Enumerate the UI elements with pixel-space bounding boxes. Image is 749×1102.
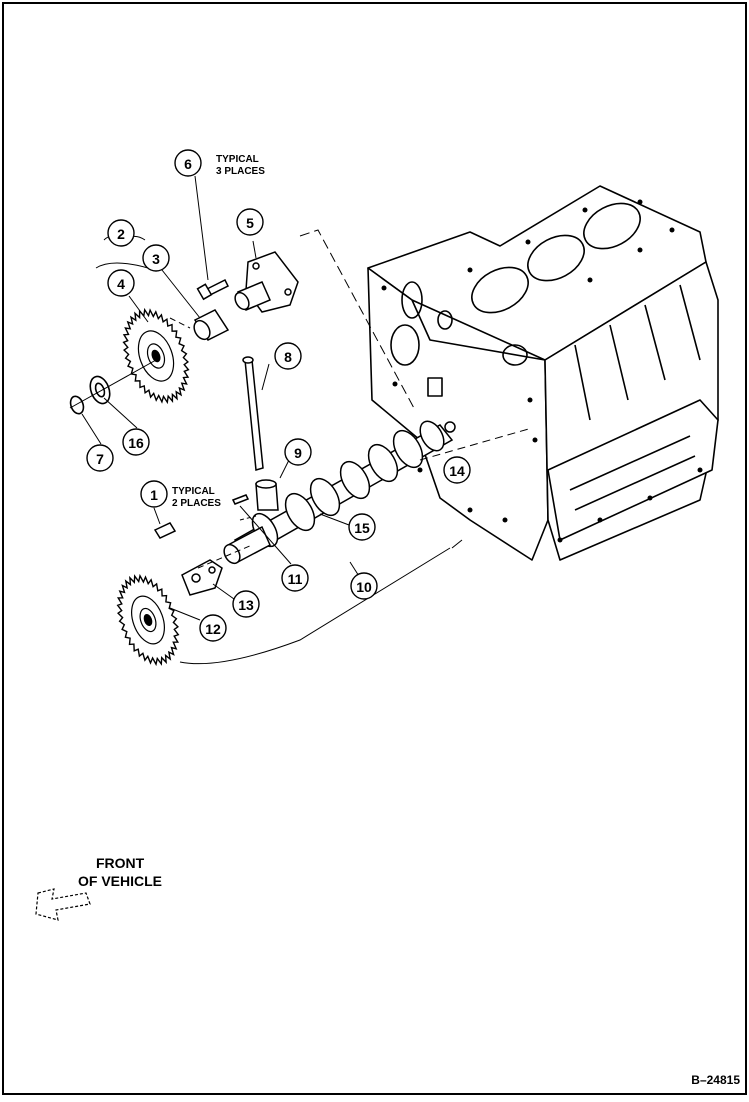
callout-circle	[232, 590, 260, 618]
callout-circle	[284, 438, 312, 466]
retainer-plate-illustration	[153, 522, 223, 596]
gear-web	[131, 595, 165, 645]
callout-number: 4	[117, 276, 125, 292]
callout-circle	[122, 428, 150, 456]
callout-number: 16	[128, 435, 144, 451]
camshaft-illustration	[223, 420, 456, 565]
callout-number: 8	[284, 349, 292, 365]
callout-7: 7	[86, 444, 114, 472]
front-arrow-icon	[35, 888, 91, 921]
callout-8: 8	[274, 342, 302, 370]
callout-circle	[274, 342, 302, 370]
cam-gear-illustration	[116, 573, 180, 667]
callout-circle	[174, 149, 202, 177]
bolt-illustration	[196, 278, 230, 301]
callout-9: 9	[284, 438, 312, 466]
callout-number: 11	[288, 571, 303, 587]
callout-circle	[199, 614, 227, 642]
callout-number: 12	[205, 621, 221, 637]
callout-16: 16	[122, 428, 150, 456]
callout-circle	[236, 208, 264, 236]
gear-bore	[151, 349, 161, 363]
callout-2: 2	[107, 219, 135, 247]
callout-circle	[86, 444, 114, 472]
callout-number: 9	[294, 445, 302, 461]
callout-circle	[443, 456, 471, 484]
callout-number: 3	[152, 251, 160, 267]
assembly-lines	[69, 175, 533, 665]
callout-number: 2	[117, 226, 125, 242]
callout-number: 14	[449, 463, 465, 479]
typical-3-places-line2: 3 PLACES	[216, 166, 265, 177]
callout-6: 6	[174, 149, 202, 177]
callout-circle	[107, 219, 135, 247]
typical-2-places-line2: 2 PLACES	[172, 498, 221, 509]
figure-number: B–24815	[691, 1073, 740, 1087]
callout-4: 4	[107, 269, 135, 297]
callout-number: 15	[354, 520, 370, 536]
callout-number: 6	[184, 156, 192, 172]
callout-circle	[107, 269, 135, 297]
callout-number: 5	[246, 215, 254, 231]
typical-2-places-line1: TYPICAL	[172, 486, 215, 497]
idler-gear-illustration	[122, 307, 190, 405]
callout-13: 13	[232, 590, 260, 618]
typical-3-places-line1: TYPICAL	[216, 154, 259, 165]
callout-number: 10	[356, 579, 372, 595]
push-rod-illustration	[242, 356, 264, 471]
gear-bore	[143, 614, 153, 626]
callout-circle	[348, 513, 376, 541]
callout-3: 3	[142, 244, 170, 272]
callout-number: 7	[96, 451, 104, 467]
callout-number: 1	[150, 487, 158, 503]
idler-bracket-illustration	[234, 251, 299, 313]
callout-15: 15	[348, 513, 376, 541]
callout-number: 13	[238, 597, 254, 613]
engine-block-illustration	[367, 185, 719, 561]
gear-hub	[146, 343, 166, 369]
callout-circle	[281, 564, 309, 592]
callout-1: 1	[140, 480, 168, 508]
callout-circle	[140, 480, 168, 508]
callout-14: 14	[443, 456, 471, 484]
callout-10: 10	[350, 572, 378, 600]
callout-12: 12	[199, 614, 227, 642]
front-label: FRONT	[96, 855, 145, 871]
callout-5: 5	[236, 208, 264, 236]
gear-hub	[139, 607, 157, 633]
callout-circle	[350, 572, 378, 600]
callout-circle	[142, 244, 170, 272]
thrust-washer-illustration	[89, 375, 111, 405]
tappet-illustration	[255, 479, 279, 511]
pin-illustration	[231, 494, 250, 505]
snap-ring-illustration	[69, 395, 85, 415]
callout-11: 11	[281, 564, 309, 592]
idler-shaft-illustration	[193, 309, 230, 341]
gear-web	[137, 330, 175, 382]
of-vehicle-label: OF VEHICLE	[78, 873, 162, 889]
